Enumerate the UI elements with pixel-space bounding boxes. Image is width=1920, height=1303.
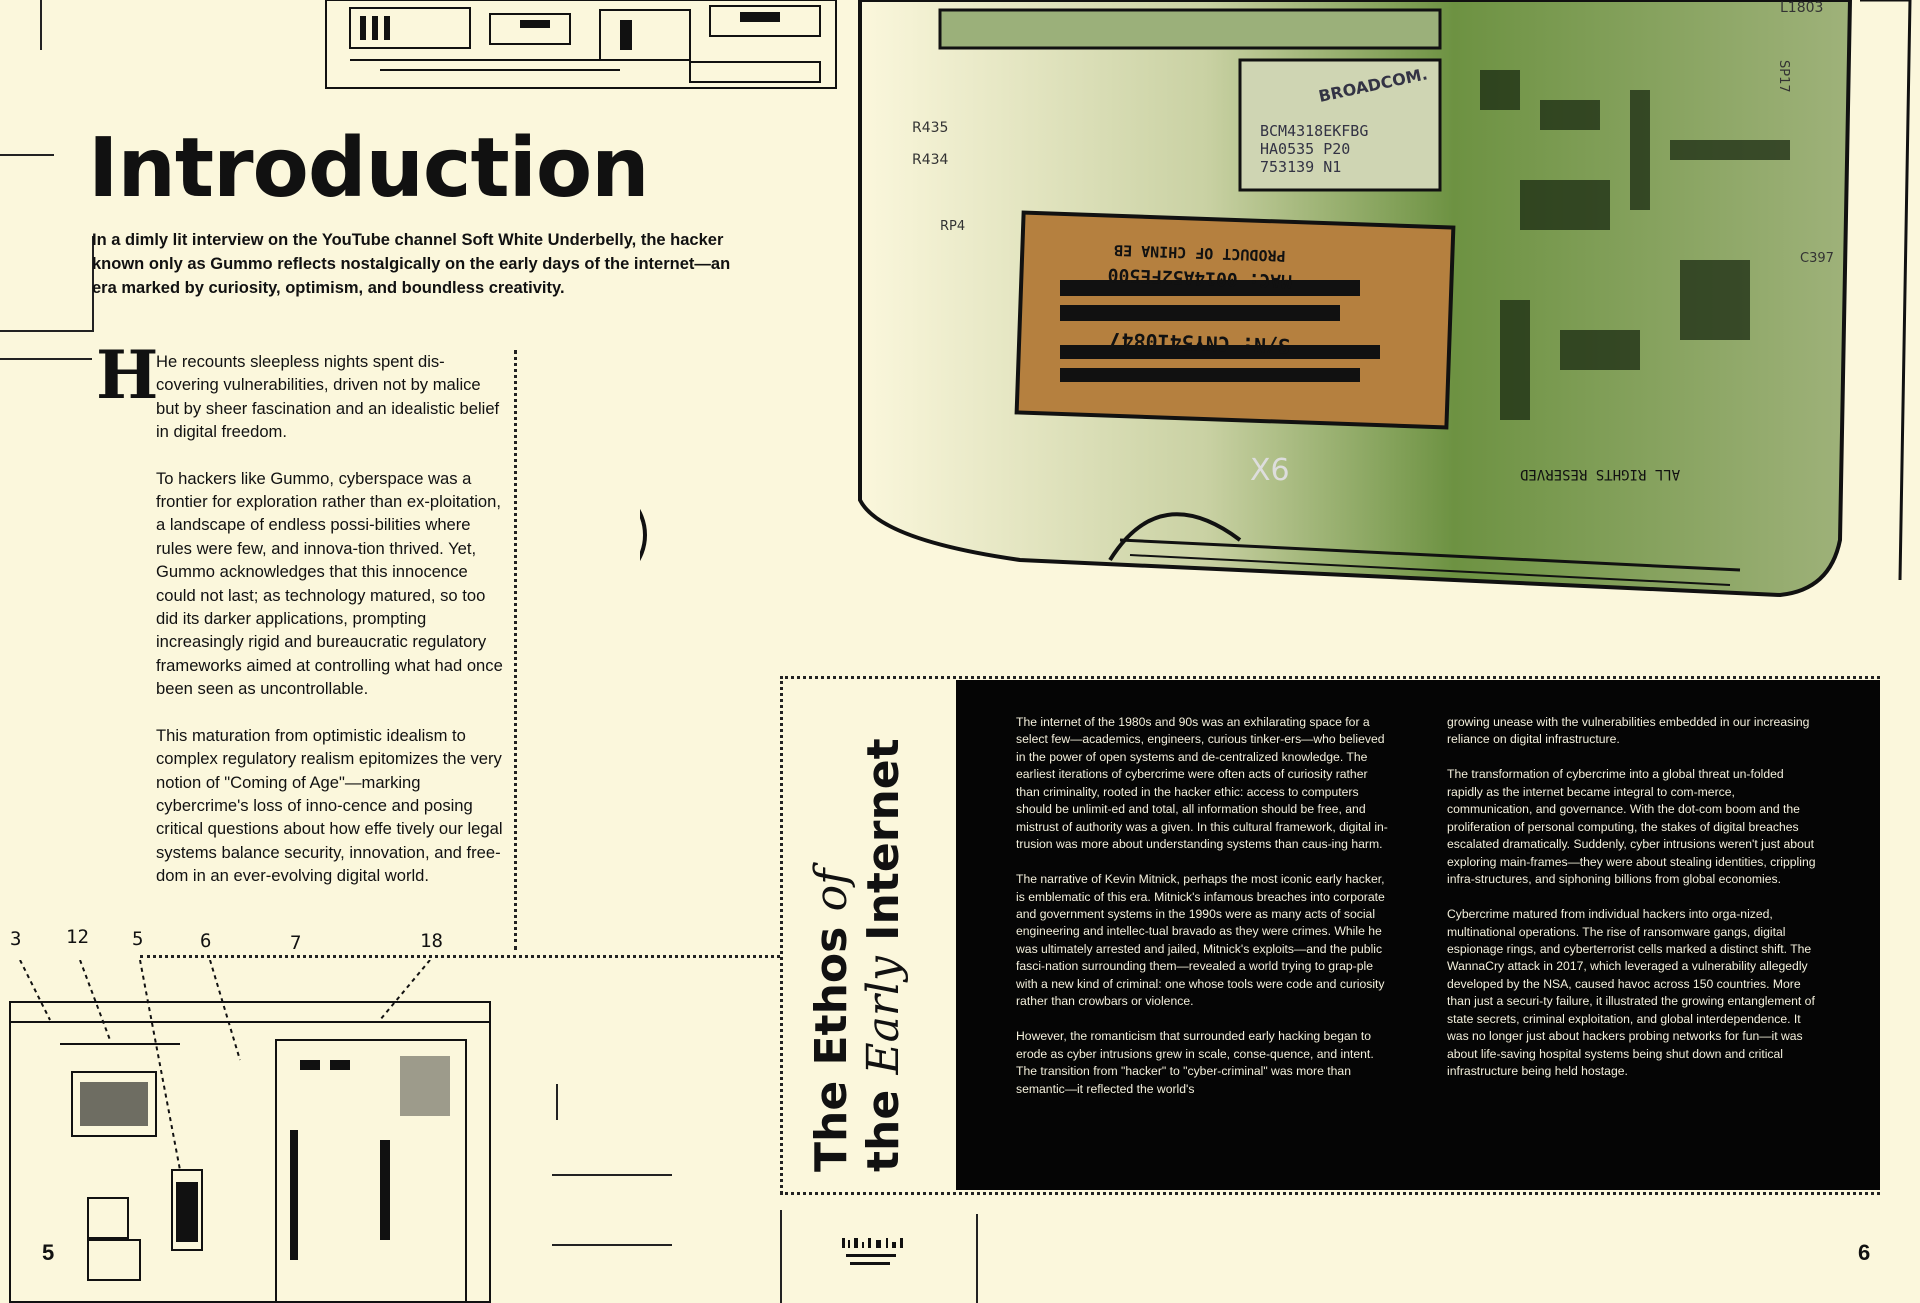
margin-rule [40, 0, 42, 50]
margin-rule [0, 154, 54, 156]
circuit-board-illustration: BROADCOM. BCM4318EKFBG HA0535 P20 753139… [640, 0, 1912, 598]
article-paragraph: The internet of the 1980s and 90s was an… [1016, 715, 1388, 852]
chip-line: HA0535 P20 [1260, 140, 1350, 158]
article-column-2: growing unease with the vulnerabilities … [1447, 714, 1819, 1098]
dotted-rule [140, 955, 780, 958]
article-column-1: The internet of the 1980s and 90s was an… [1016, 714, 1388, 1116]
margin-rule [976, 1214, 978, 1303]
schematic-drawing [325, 0, 837, 89]
intro-body-column: He recounts sleepless nights spent dis-c… [156, 350, 506, 911]
article-paragraph: The narrative of Kevin Mitnick, perhaps … [1016, 872, 1385, 1009]
callout-number: 6 [200, 930, 212, 952]
callout-number: 3 [10, 928, 22, 950]
chip-label-line: PRODUCT OF CHINA EB [1114, 241, 1286, 265]
article-paragraph: Cybercrime matured from individual hacke… [1447, 907, 1815, 1079]
chip-line: BCM4318EKFBG [1260, 122, 1368, 140]
intro-paragraph: He recounts sleepless nights spent dis-c… [156, 352, 500, 442]
page-title: Introduction [88, 121, 650, 216]
drop-cap: H [96, 336, 159, 414]
section-title-part: of [806, 868, 857, 912]
barcode-mark [842, 1238, 903, 1265]
page-number-right: 6 [1858, 1240, 1871, 1265]
article-paragraph: growing unease with the vulnerabilities … [1447, 715, 1810, 747]
dotted-rule [780, 676, 783, 1194]
intro-paragraph: This maturation from optimistic idealism… [156, 725, 503, 886]
article-panel: The internet of the 1980s and 90s was an… [956, 680, 1880, 1190]
resistor-label: L1803 [1780, 0, 1823, 16]
section-title-part: Early [858, 956, 909, 1075]
resistor-label: SP17 [1776, 60, 1791, 93]
dotted-rule [780, 1192, 1880, 1195]
intro-paragraph: To hackers like Gummo, cyberspace was a … [156, 468, 503, 699]
resistor-label: X6 [1250, 453, 1290, 488]
margin-rule [552, 1244, 672, 1246]
intro-lead-paragraph: In a dimly lit interview on the YouTube … [92, 231, 731, 297]
section-title-part: Internet [858, 738, 909, 941]
margin-rule [0, 330, 92, 332]
section-title-part: the [858, 1089, 909, 1172]
chip-line: 753139 N1 [1260, 158, 1341, 176]
article-paragraph: The transformation of cybercrime into a … [1447, 767, 1816, 887]
margin-rule [552, 1174, 672, 1176]
margin-rule [556, 1084, 558, 1120]
board-bottom-text: ALL RIGHTS RESERVED [1520, 466, 1680, 482]
resistor-label: C397 [1800, 251, 1834, 266]
resistor-label: R435 [912, 120, 948, 136]
callout-number: 12 [66, 926, 89, 948]
callout-number: 18 [420, 930, 443, 952]
margin-rule [92, 236, 94, 332]
dotted-rule [780, 676, 1880, 679]
resistor-label: RP4 [940, 219, 965, 234]
resistor-label: R434 [912, 152, 949, 168]
margin-rule [780, 1210, 782, 1303]
article-paragraph: However, the romanticism that surrounded… [1016, 1029, 1374, 1096]
callout-number: 7 [290, 932, 302, 954]
dotted-rule [514, 350, 517, 950]
section-title-part: The Ethos [806, 926, 857, 1172]
page-number-left: 5 [42, 1240, 55, 1265]
schematic-drawing [9, 960, 491, 1303]
margin-rule [0, 358, 92, 360]
section-title: The Ethos of the Early Internet [806, 692, 910, 1172]
callout-number: 5 [132, 928, 144, 950]
